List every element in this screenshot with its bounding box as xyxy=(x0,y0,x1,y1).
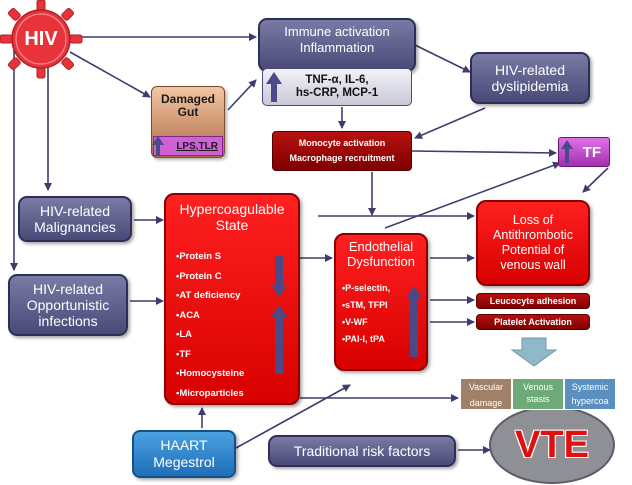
dyslipidemia-line2: dyslipidemia xyxy=(491,78,569,94)
monocyte-line1: Monocyte activation xyxy=(298,138,386,148)
dyslipidemia-line1: HIV-related xyxy=(494,62,566,78)
hypercoag-down-arrow-shaft xyxy=(275,256,283,286)
list-item: •LA xyxy=(176,329,192,340)
gut-up-arrow-icon xyxy=(152,136,164,145)
list-item: •PAI-I, tPA xyxy=(342,334,385,344)
gut-up-arrow-shaft xyxy=(156,145,160,155)
list-item: •Homocysteine xyxy=(176,368,245,379)
endothelial-title-line1: Endothelial xyxy=(348,239,414,254)
vte-label: VTE xyxy=(515,423,589,466)
funnel-arrow-icon xyxy=(510,337,558,367)
tf-label: TF xyxy=(582,143,601,161)
immune-activation-box: Immune activation Inflammation xyxy=(258,18,416,72)
list-item: •sTM, TFPI xyxy=(342,300,388,310)
malignancies-line1: HIV-related xyxy=(39,203,111,219)
tf-up-arrow-shaft xyxy=(565,149,569,163)
haart-line2: Megestrol xyxy=(153,454,215,470)
arrow-hypercoag-tf xyxy=(384,161,561,229)
arrow-haart-endothelial xyxy=(235,384,351,449)
list-item: •P-selectin, xyxy=(342,283,391,293)
hypercoag-list: •Protein S •Protein C •AT deficiency •AC… xyxy=(166,251,298,407)
dyslipidemia-box: HIV-related dyslipidemia xyxy=(470,52,590,104)
arrow-dyslipidemia-monocyte xyxy=(414,107,486,139)
hypercoag-title-line1: Hypercoagulable xyxy=(179,201,285,217)
arrow-tf-antithrombotic xyxy=(582,167,609,193)
traditional-risk-box: Traditional risk factors xyxy=(268,435,456,467)
gut-markers-box: LPS,TLR xyxy=(153,136,223,156)
hypercoag-title-line2: State xyxy=(215,217,249,233)
virchow-systemic-box: Systemic hypercoa xyxy=(564,378,616,410)
virchow-vascular-box: Vascular damage xyxy=(460,378,512,410)
immune-markers-line2: hs-CRP, MCP-1 xyxy=(295,87,379,99)
virchow-venous-line1: Venous xyxy=(522,382,554,392)
opportunistic-line3: infections xyxy=(38,313,98,329)
virchow-systemic-line1: Systemic xyxy=(571,382,609,392)
antithrombotic-line1: Loss of xyxy=(512,213,554,227)
gut-title-line1: Damaged xyxy=(160,92,216,106)
hiv-virus-icon xyxy=(0,0,83,79)
tf-up-arrow-icon xyxy=(561,140,573,149)
list-item: •ACA xyxy=(176,309,200,321)
platelet-box: Platelet Activation xyxy=(476,314,590,330)
virchow-venous-box: Venous stasis xyxy=(512,378,564,410)
endothelial-up-arrow-icon xyxy=(406,286,422,298)
opportunistic-line2: Opportunistic xyxy=(26,297,110,313)
immune-up-arrow-shaft xyxy=(271,84,277,102)
antithrombotic-line4: venous wall xyxy=(500,258,566,272)
list-item: •TF xyxy=(176,348,191,360)
arrow-monocyte-tf xyxy=(411,148,557,157)
endothelial-up-arrow-shaft xyxy=(410,297,418,357)
list-item: •V-WF xyxy=(342,317,368,327)
virchow-venous-line2: stasis xyxy=(526,394,550,404)
endothelial-list: •P-selectin, •sTM, TFPI •V-WF •PAI-I, tP… xyxy=(336,283,426,351)
malignancies-box: HIV-related Malignancies xyxy=(18,196,132,242)
immune-markers-box: TNF-α, IL-6, hs-CRP, MCP-1 xyxy=(262,68,412,106)
virchow-vascular-line2: damage xyxy=(469,398,503,408)
virchow-systemic-line2: hypercoa xyxy=(571,396,609,406)
antithrombotic-line2: Antithrombotic xyxy=(493,228,573,242)
opportunistic-box: HIV-related Opportunistic infections xyxy=(8,274,128,336)
monocyte-box: Monocyte activation Macrophage recruitme… xyxy=(272,131,412,171)
haart-box: HAART Megestrol xyxy=(132,430,236,478)
arrow-gut-immune xyxy=(227,79,257,111)
opportunistic-line1: HIV-related xyxy=(32,281,104,297)
list-item: •Protein S xyxy=(176,251,222,262)
malignancies-line2: Malignancies xyxy=(34,219,116,235)
hiv-label: HIV xyxy=(24,27,58,50)
arrow-immune-dyslipidemia xyxy=(414,44,471,73)
gut-markers-label: LPS,TLR xyxy=(176,140,218,152)
immune-markers-line1: TNF-α, IL-6, xyxy=(305,74,369,86)
immune-title-line1: Immune activation xyxy=(284,24,390,39)
leucocyte-box: Leucocyte adhesion xyxy=(476,293,590,309)
antithrombotic-line3: Potential of xyxy=(501,243,565,257)
haart-line1: HAART xyxy=(160,437,208,453)
gut-title-line2: Gut xyxy=(177,105,199,119)
list-item: •Protein C xyxy=(176,270,222,282)
hypercoag-up-arrow-shaft xyxy=(275,316,283,374)
monocyte-line2: Macrophage recruitment xyxy=(289,153,395,163)
endothelial-title-line2: Dysfunction xyxy=(347,254,415,269)
immune-up-arrow-icon xyxy=(266,72,282,84)
list-item: •Microparticles xyxy=(176,387,244,399)
hypercoag-down-arrow-icon xyxy=(271,285,287,297)
list-item: •AT deficiency xyxy=(176,290,241,301)
immune-title-line2: Inflammation xyxy=(299,40,375,55)
virchow-vascular-line1: Vascular xyxy=(468,382,504,392)
arrow-hiv-gut xyxy=(69,51,151,98)
hypercoag-up-arrow-icon xyxy=(271,305,287,317)
antithrombotic-box: Loss of Antithrombotic Potential of veno… xyxy=(476,200,590,286)
